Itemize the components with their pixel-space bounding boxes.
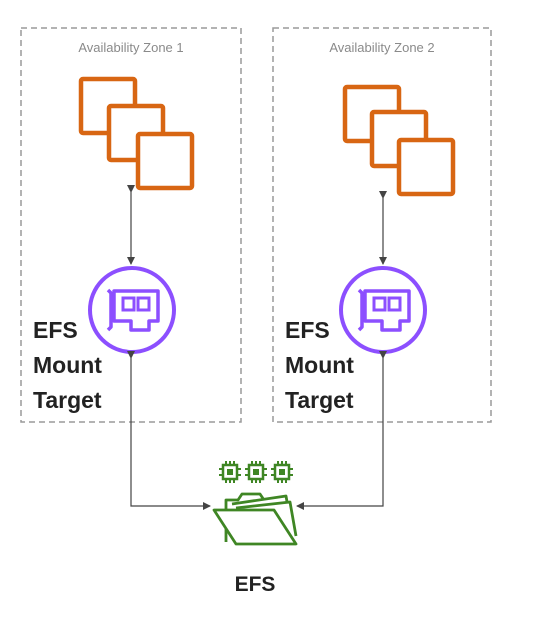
availability-zone-2-title: Availability Zone 2 xyxy=(329,40,435,55)
mount-target-label-line: Target xyxy=(33,387,102,413)
mount-target-to-efs-arrow xyxy=(296,351,387,510)
mount-target-label-line: Target xyxy=(285,387,354,413)
efs-file-system-icon xyxy=(212,461,298,546)
mount-target-label-line: Mount xyxy=(285,352,354,378)
availability-zone-1-title: Availability Zone 1 xyxy=(78,40,184,55)
efs-label: EFS xyxy=(234,573,276,596)
ec2-instances-icon xyxy=(342,84,456,197)
mount-target-1-label: EFS Mount Target xyxy=(33,313,102,418)
network-interface-icon xyxy=(339,266,427,354)
mount-target-2-label: EFS Mount Target xyxy=(285,313,354,418)
network-interface-icon xyxy=(88,266,176,354)
mount-target-label-line: Mount xyxy=(33,352,102,378)
ec2-instances-icon xyxy=(78,76,195,191)
mount-target-label-line: EFS xyxy=(33,317,78,343)
mount-target-label-line: EFS xyxy=(285,317,330,343)
mount-target-to-efs-arrow xyxy=(127,351,211,510)
